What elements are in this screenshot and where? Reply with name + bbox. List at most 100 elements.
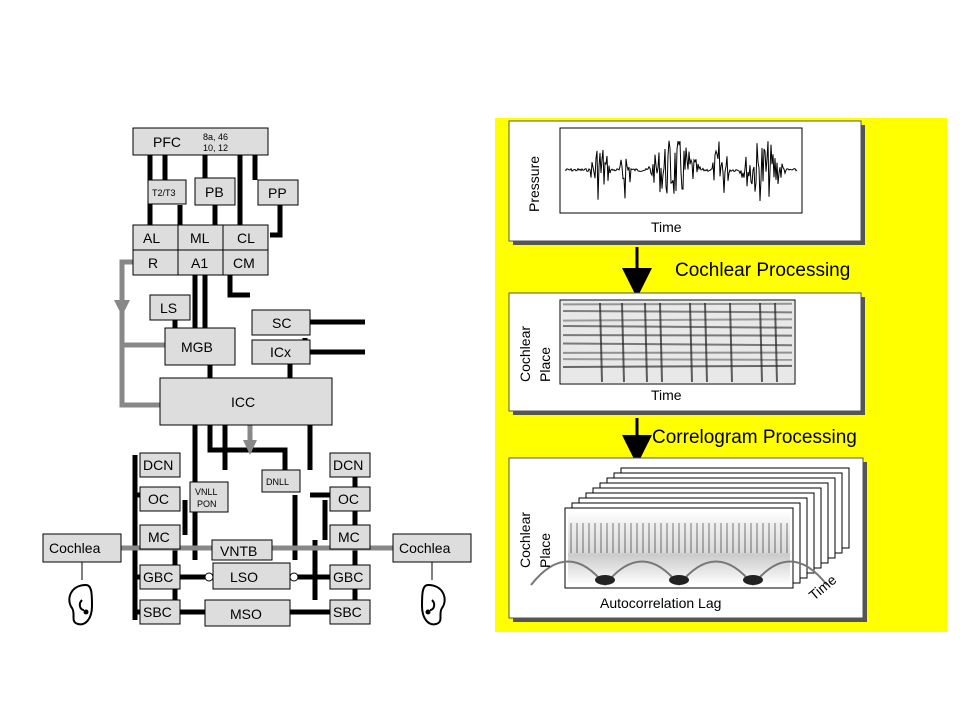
- cochlear-axis-label-2: Cochlear: [517, 512, 533, 568]
- onset-stripe: [774, 302, 778, 383]
- onset-stripe: [759, 302, 763, 383]
- waveform-panel: Pressure Time: [508, 120, 865, 245]
- harmonic-band: [562, 309, 793, 314]
- svg-text:ICx: ICx: [270, 344, 291, 360]
- harmonic-band: [562, 364, 793, 368]
- svg-text:T2/T3: T2/T3: [152, 188, 176, 198]
- t2t3-box: T2/T3: [147, 179, 187, 205]
- svg-text:Cochlea: Cochlea: [399, 540, 451, 556]
- svg-text:PB: PB: [205, 184, 224, 200]
- onset-stripe: [689, 302, 693, 383]
- svg-text:SC: SC: [272, 315, 291, 331]
- svg-text:GBC: GBC: [333, 569, 363, 585]
- cochlea-right-box: Cochlea: [392, 533, 472, 563]
- mgb-box: MGB: [164, 327, 236, 366]
- dcn-left-box: DCN: [139, 452, 181, 478]
- svg-text:MC: MC: [148, 529, 170, 545]
- svg-text:Cochlea: Cochlea: [49, 540, 101, 556]
- vntb-box: VNTB: [211, 539, 273, 561]
- svg-text:SBC: SBC: [333, 604, 362, 620]
- dnll-box: DNLL: [261, 469, 301, 493]
- correlogram-panel: Cochlear Place Autocorrelation Lag Time: [508, 457, 867, 622]
- harmonic-band: [562, 334, 793, 337]
- svg-text:DCN: DCN: [143, 457, 173, 473]
- svg-text:GBC: GBC: [143, 569, 173, 585]
- gbc-left-box: GBC: [139, 564, 181, 590]
- ml-label: ML: [190, 230, 210, 246]
- mc-left-box: MC: [139, 524, 181, 550]
- lso-box: LSO: [204, 562, 299, 590]
- place-axis-label-2: Place: [537, 533, 553, 568]
- svg-text:OC: OC: [338, 491, 359, 507]
- svg-text:LS: LS: [160, 300, 177, 316]
- pp-box: PP: [257, 179, 299, 206]
- onset-stripe: [621, 302, 625, 383]
- icx-box: ICx: [251, 339, 311, 365]
- cochlear-axis-label-1: Cochlear: [517, 326, 533, 382]
- left-ear-icon: [68, 562, 94, 626]
- cl-label: CL: [237, 230, 255, 246]
- correlogram-peak: [743, 575, 763, 585]
- time-axis-label-1: Time: [651, 219, 682, 235]
- svg-text:MSO: MSO: [230, 606, 262, 622]
- pressure-waveform: [564, 140, 798, 202]
- correlogram-peak: [669, 575, 689, 585]
- svg-text:PON: PON: [197, 499, 217, 509]
- svg-text:VNTB: VNTB: [220, 543, 257, 559]
- right-ear-icon: [420, 562, 446, 626]
- svg-text:DNLL: DNLL: [266, 477, 289, 487]
- svg-text:10, 12: 10, 12: [203, 143, 228, 153]
- r-label: R: [148, 255, 158, 271]
- harmonic-band: [562, 358, 793, 361]
- svg-text:PFC: PFC: [153, 134, 181, 150]
- autocorrelation-lag-label: Autocorrelation Lag: [600, 595, 721, 611]
- correlogram-frames: [530, 467, 850, 589]
- al-label: AL: [143, 230, 160, 246]
- svg-text:MC: MC: [338, 529, 360, 545]
- cochleagram-panel: Cochlear Place Time: [508, 292, 865, 415]
- pb-box: PB: [194, 177, 236, 206]
- gbc-right-box: GBC: [329, 564, 371, 590]
- cm-label: CM: [233, 255, 255, 271]
- vnll-pon-box: VNLL PON: [189, 481, 229, 513]
- onset-stripe: [599, 302, 603, 383]
- time-axis-label-2: Time: [651, 387, 682, 403]
- harmonic-band: [562, 318, 793, 322]
- a1-label: A1: [191, 255, 208, 271]
- ls-box: LS: [149, 294, 191, 321]
- place-axis-label-1: Place: [537, 347, 553, 382]
- mc-right-box: MC: [329, 524, 371, 550]
- cochleagram-image: [561, 301, 794, 383]
- mso-box: MSO: [204, 599, 291, 627]
- correlogram-stripes: [568, 523, 790, 553]
- onset-stripe: [704, 302, 708, 383]
- correlogram-arch: [604, 560, 680, 586]
- onset-stripe: [644, 302, 648, 383]
- pfc-box: PFC 8a, 46 10, 12: [132, 127, 269, 156]
- sbc-right-box: SBC: [329, 599, 371, 625]
- svg-text:OC: OC: [148, 491, 169, 507]
- svg-text:LSO: LSO: [230, 569, 258, 585]
- svg-text:8a, 46: 8a, 46: [203, 132, 228, 142]
- onset-stripe: [659, 302, 663, 383]
- harmonic-band: [562, 302, 793, 306]
- pressure-axis-label: Pressure: [526, 156, 542, 212]
- auditory-cortex-grid: AL ML CL R A1 CM: [132, 224, 269, 276]
- waveform-trace: [564, 140, 798, 202]
- dcn-right-box: DCN: [329, 452, 371, 478]
- svg-text:PP: PP: [268, 185, 287, 201]
- auditory-pathway-diagram: PFC 8a, 46 10, 12 T2/T3 PB PP AL ML CL R…: [42, 127, 472, 627]
- icc-box: ICC: [159, 377, 333, 426]
- onset-stripe: [729, 302, 733, 383]
- sc-box: SC: [251, 309, 311, 336]
- svg-text:SBC: SBC: [143, 604, 172, 620]
- correlogram-peak: [595, 575, 615, 585]
- cochleagram-background: [561, 301, 794, 383]
- sbc-left-box: SBC: [139, 599, 181, 625]
- cochlea-left-box: Cochlea: [42, 533, 122, 563]
- processing-schematic: Pressure Time Cochlear Processing Cochle…: [495, 118, 947, 632]
- svg-text:VNLL: VNLL: [195, 487, 218, 497]
- correlogram-arch: [530, 560, 606, 586]
- correlogram-processing-label: Correlogram Processing: [652, 427, 857, 448]
